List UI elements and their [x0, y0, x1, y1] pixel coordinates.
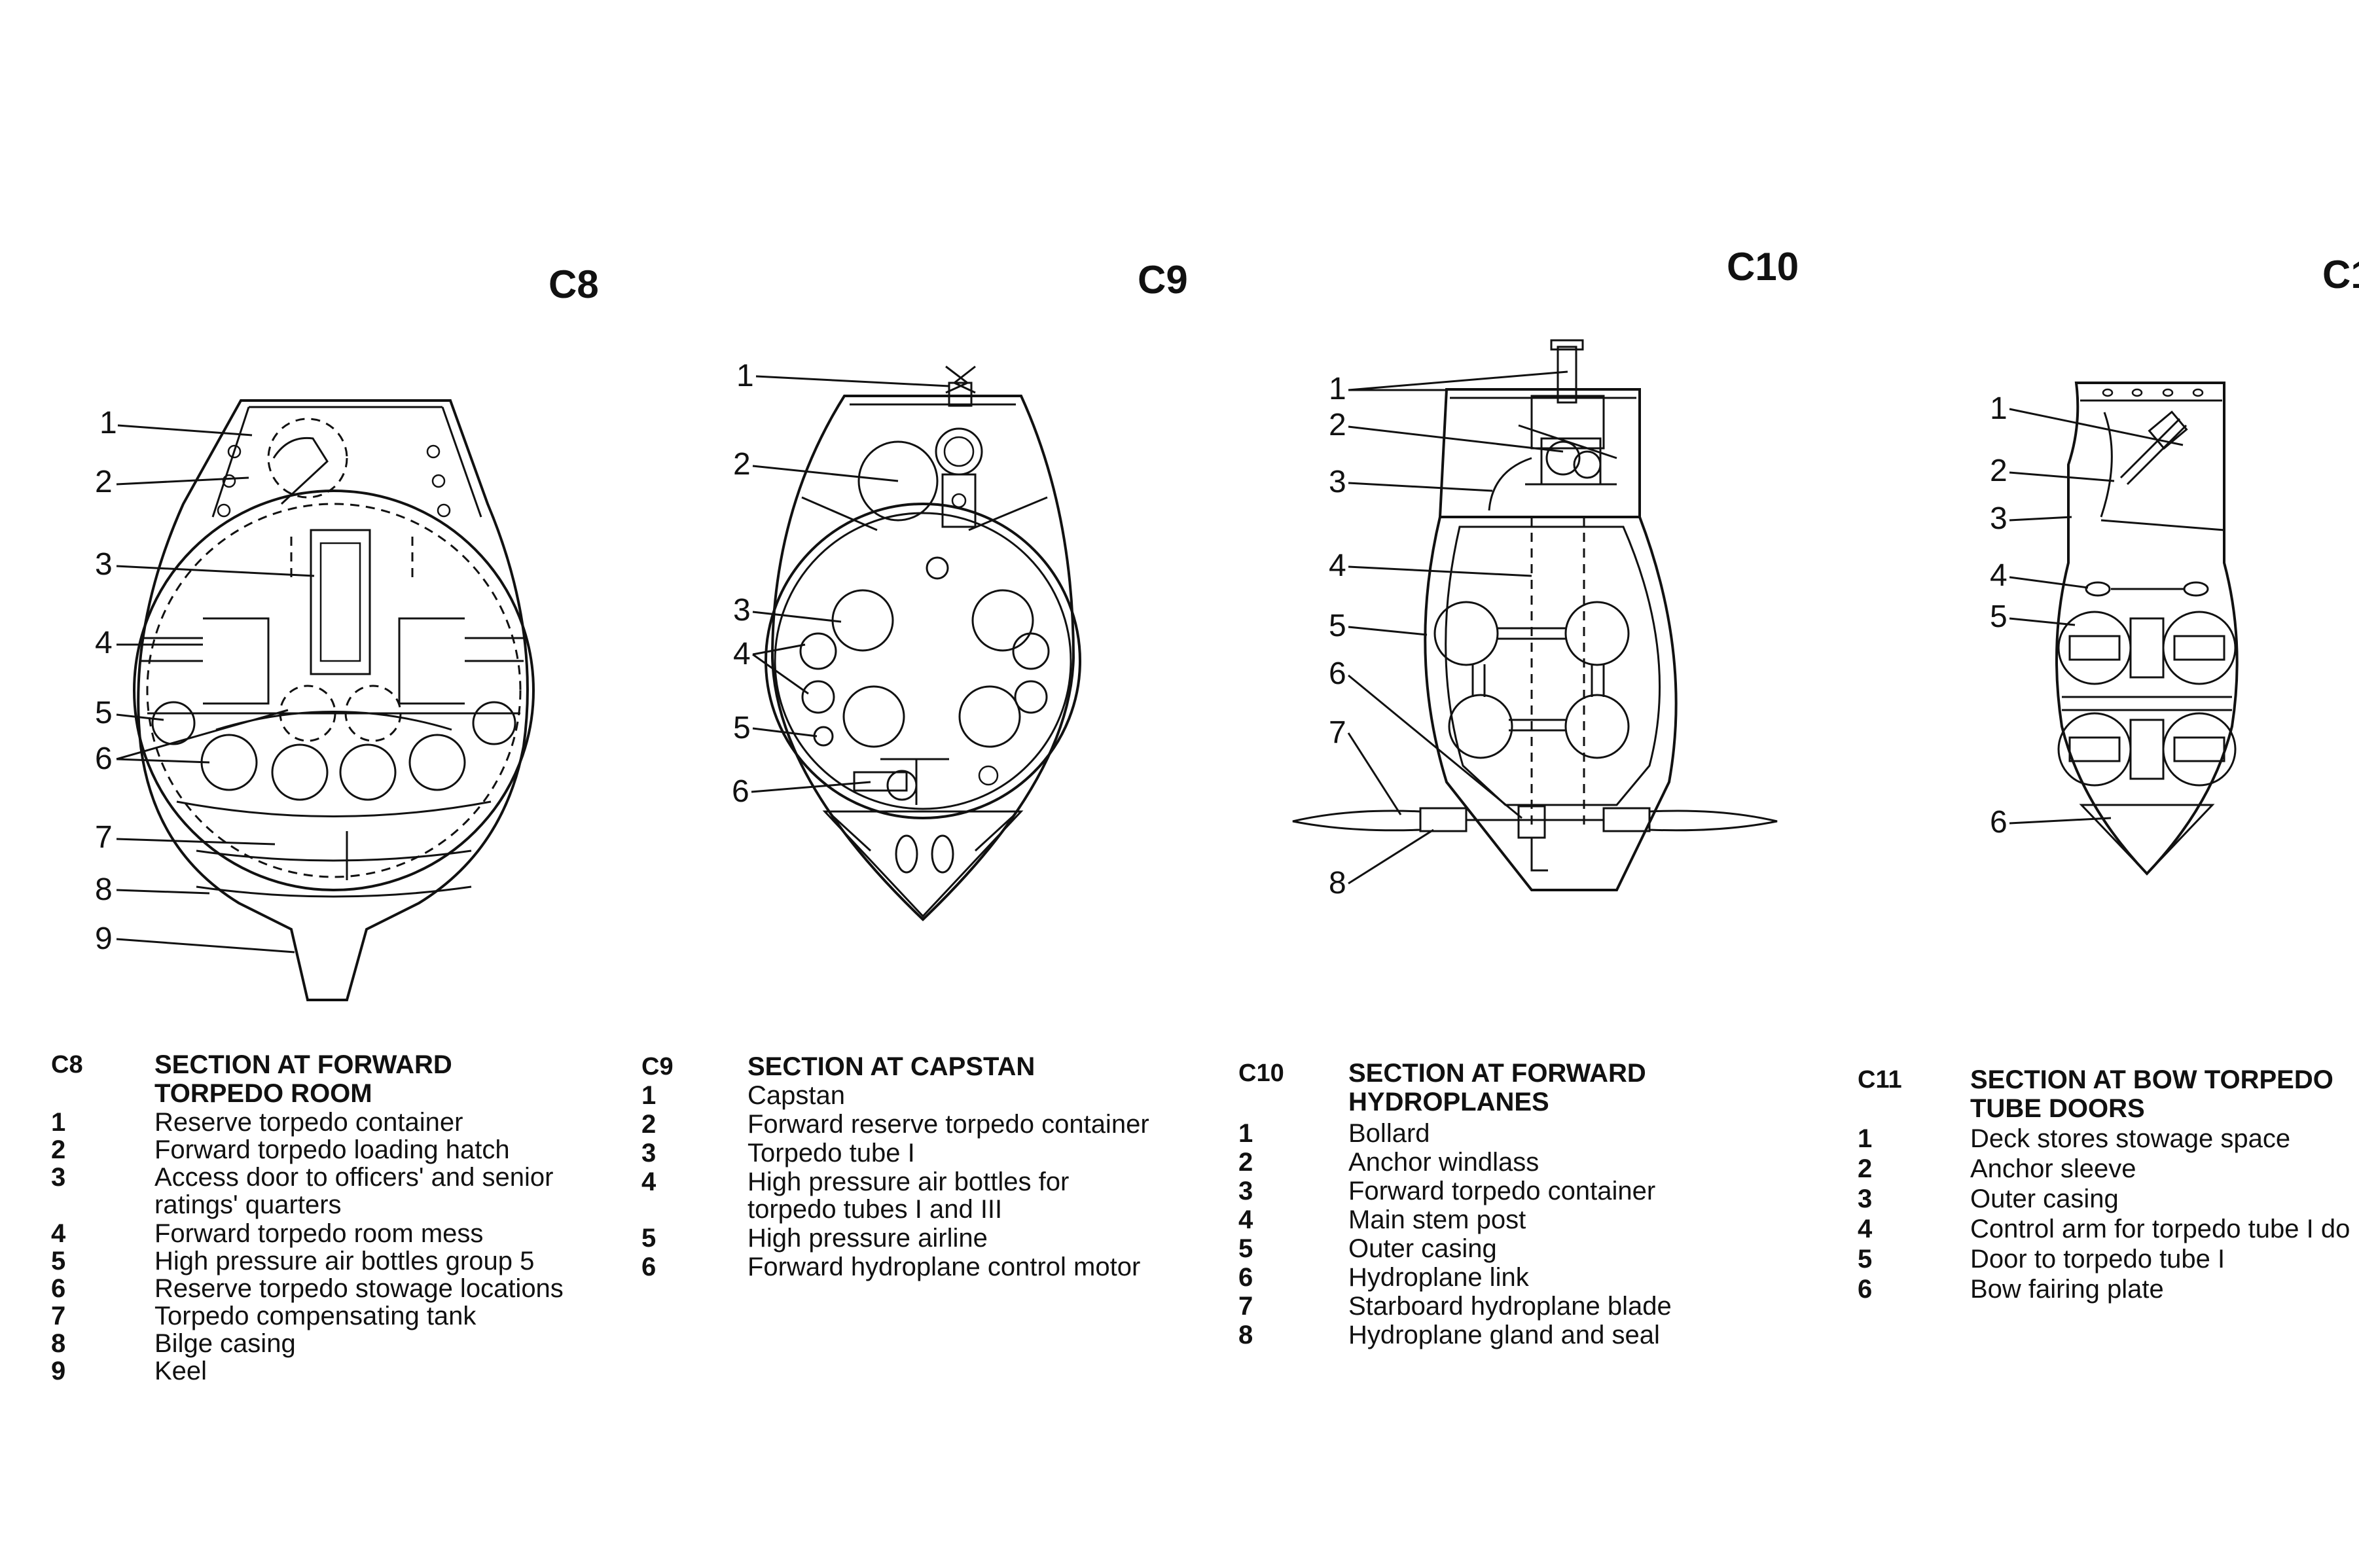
- diagram-c11: C1 1 2 3 4 5: [1990, 253, 2359, 876]
- heading-line: TORPEDO ROOM: [154, 1079, 372, 1108]
- legend-code: C11: [1858, 1066, 1902, 1094]
- diagram-title-c10: C10: [1727, 245, 1799, 289]
- callout-c8-6: 6: [95, 741, 113, 776]
- callout-c11-5: 5: [1990, 599, 2008, 634]
- callout-c10-2: 2: [1329, 408, 1346, 442]
- heading-line: TUBE DOORS: [1970, 1094, 2145, 1123]
- callout-c11-6: 6: [1990, 805, 2008, 840]
- legend-code: C8: [51, 1051, 83, 1078]
- callout-c11-2: 2: [1990, 454, 2008, 488]
- legend-heading: SECTION AT BOW TORPEDO TUBE DOORS: [1970, 1065, 2355, 1123]
- legend-heading: SECTION AT FORWARD HYDROPLANES: [1348, 1059, 1780, 1116]
- diagram-c9: C9 1 2: [732, 258, 1188, 921]
- callouts-c10: 1 2 3 4 5 6 7 8: [1329, 370, 1568, 900]
- legend-heading: SECTION AT CAPSTAN: [747, 1052, 1180, 1081]
- callout-c10-1: 1: [1329, 372, 1346, 406]
- heading-line: SECTION AT BOW TORPEDO: [1970, 1065, 2333, 1094]
- callout-c9-1: 1: [736, 359, 754, 393]
- callout-c8-2: 2: [95, 465, 113, 499]
- diagram-c8: C8 1 2: [95, 262, 599, 1001]
- callout-c10-7: 7: [1329, 715, 1346, 750]
- legend-code: C9: [641, 1053, 674, 1080]
- callout-c8-1: 1: [99, 406, 117, 440]
- callout-c8-9: 9: [95, 921, 113, 956]
- callout-c9-4: 4: [733, 637, 751, 671]
- diagram-title-c11: C1: [2322, 253, 2359, 296]
- callout-c11-3: 3: [1990, 501, 2008, 536]
- callout-c10-6: 6: [1329, 656, 1346, 691]
- legend-heading: SECTION AT FORWARD TORPEDO ROOM: [154, 1050, 600, 1108]
- heading-line: SECTION AT FORWARD: [1348, 1059, 1646, 1088]
- callout-c10-4: 4: [1329, 548, 1346, 583]
- callout-c8-4: 4: [95, 626, 113, 660]
- callout-c10-8: 8: [1329, 866, 1346, 900]
- heading-line: HYDROPLANES: [1348, 1088, 1549, 1116]
- callout-c9-2: 2: [733, 447, 751, 482]
- callouts-c9: 1 2 3 4 5 6: [732, 359, 950, 809]
- callout-c8-7: 7: [95, 820, 113, 855]
- callout-c9-5: 5: [733, 711, 751, 745]
- diagram-title-c9: C9: [1138, 258, 1188, 302]
- callout-c10-3: 3: [1329, 465, 1346, 499]
- heading-line: SECTION AT CAPSTAN: [747, 1052, 1035, 1081]
- callout-c11-1: 1: [1990, 391, 2008, 426]
- callout-c10-5: 5: [1329, 609, 1346, 643]
- callouts-c11: 1 2 3 4 5 6: [1990, 391, 2184, 840]
- callout-c8-8: 8: [95, 872, 113, 907]
- callout-c8-3: 3: [95, 547, 113, 582]
- legend-code: C10: [1238, 1060, 1284, 1087]
- heading-line: SECTION AT FORWARD: [154, 1050, 452, 1079]
- callout-c9-6: 6: [732, 774, 749, 809]
- callout-c9-3: 3: [733, 593, 751, 628]
- diagram-title-c8: C8: [549, 262, 599, 306]
- callout-c11-4: 4: [1990, 558, 2008, 593]
- callouts-c8: 1 2 3 4 5 6 7 8 9: [95, 406, 315, 956]
- callout-c8-5: 5: [95, 696, 113, 730]
- diagram-c10: C10 1 2 3: [1292, 245, 1799, 900]
